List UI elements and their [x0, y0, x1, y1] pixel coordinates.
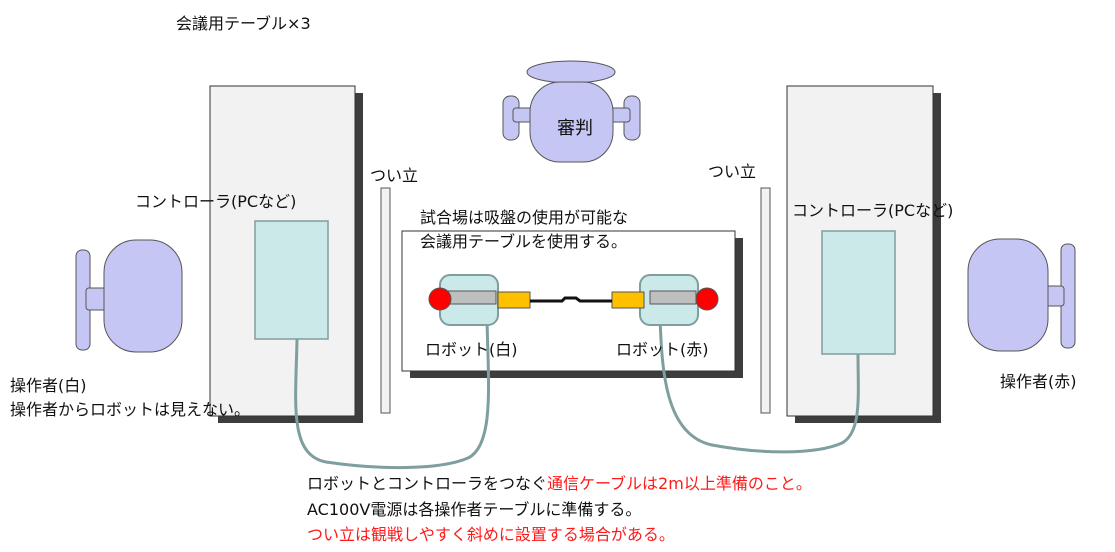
- referee-figure: [502, 60, 641, 163]
- note-cable-red: 通信ケーブルは2m以上準備のこと。: [547, 474, 812, 493]
- screen-left: [380, 187, 391, 414]
- controller-right: [821, 230, 896, 355]
- diagram-title: 会議用テーブル×3: [176, 14, 311, 33]
- operator-white-label: 操作者(白): [10, 376, 87, 395]
- robot-connector: [530, 296, 612, 303]
- robot-red-label: ロボット(赤): [616, 340, 709, 359]
- screen-right-label: つい立: [708, 162, 757, 181]
- note-cable-black: ロボットとコントローラをつなぐ: [307, 474, 548, 493]
- referee-label: 審判: [557, 118, 593, 139]
- note-screen: つい立は観戦しやすく斜めに設置する場合がある。: [307, 525, 675, 544]
- note-power: AC100V電源は各操作者テーブルに準備する。: [307, 500, 642, 519]
- controller-left: [254, 220, 329, 340]
- robot-red: [611, 274, 719, 326]
- controller-left-label: コントローラ(PCなど): [135, 192, 297, 211]
- screen-right: [760, 187, 771, 414]
- robot-white: [428, 274, 531, 326]
- operator-red-figure: [967, 238, 1076, 352]
- operator-white-note: 操作者からロボットは見えない。: [10, 400, 251, 419]
- arena-note-line2: 会議用テーブルを使用する。: [420, 232, 628, 251]
- operator-red-label: 操作者(赤): [1000, 372, 1077, 391]
- robot-white-label: ロボット(白): [425, 340, 518, 359]
- controller-right-label: コントローラ(PCなど): [792, 201, 954, 220]
- operator-white-figure: [75, 239, 183, 353]
- cable-right: [658, 317, 860, 454]
- note-cable: ロボットとコントローラをつなぐ通信ケーブルは2m以上準備のこと。: [307, 474, 812, 494]
- arena-note-line1: 試合場は吸盤の使用が可能な: [420, 208, 629, 227]
- cable-left: [294, 317, 491, 470]
- screen-left-label: つい立: [370, 166, 419, 185]
